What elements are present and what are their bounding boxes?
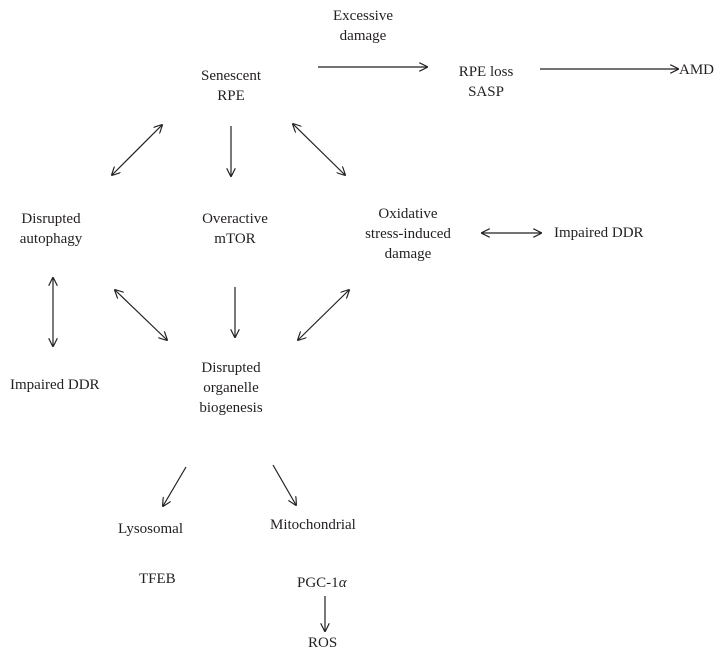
node-senescent-rpe: Senescent RPE: [201, 66, 261, 106]
node-tfeb: TFEB: [139, 569, 176, 589]
label-tfeb: TFEB: [139, 571, 176, 587]
label-excessive: Excessive: [333, 8, 393, 24]
arrow-senescent-oxidative: [293, 124, 345, 175]
label-ros: ROS: [308, 635, 338, 651]
node-impaired-ddr-left: Impaired DDR: [10, 375, 100, 395]
node-amd: AMD: [679, 60, 714, 80]
node-disrupted-autophagy: Disrupted autophagy: [20, 209, 82, 249]
label-impaired-ddr: Impaired DDR: [554, 225, 644, 241]
arrow-oxidative-organelle: [298, 290, 349, 340]
node-oxidative-damage: Oxidative stress-induced damage: [365, 204, 451, 264]
label-impaired-ddr: Impaired DDR: [10, 377, 100, 393]
node-disrupted-organelle-biogenesis: Disrupted organelle biogenesis: [199, 358, 262, 418]
arrow-senescent-autophagy: [112, 125, 162, 175]
node-mitochondrial: Mitochondrial: [270, 515, 356, 535]
node-impaired-ddr-right: Impaired DDR: [554, 223, 644, 243]
arrow-organelle-to-lysosomal: [163, 466, 187, 506]
label-organelle: organelle: [203, 380, 259, 396]
node-ros: ROS: [308, 633, 337, 653]
label-rpe-loss: RPE loss: [458, 64, 514, 80]
label-overactive: Overactive: [202, 211, 268, 227]
label-amd: AMD: [679, 62, 715, 78]
label-damage: damage: [339, 28, 387, 44]
label-mitochondrial: Mitochondrial: [270, 517, 356, 533]
label-oxidative: Oxidative: [378, 206, 438, 222]
label-lysosomal: Lysosomal: [118, 521, 184, 537]
node-pgc1a: PGC-1α: [297, 573, 347, 593]
label-disrupted: Disrupted: [21, 211, 81, 227]
label-sasp: SASP: [468, 84, 504, 100]
node-rpe-loss-sasp: RPE loss SASP: [459, 62, 514, 102]
label-stress-induced: stress-induced: [365, 226, 451, 242]
label-mtor: mTOR: [214, 231, 256, 247]
arrow-organelle-to-mitochondrial: [272, 464, 296, 505]
label-damage-2: damage: [384, 246, 432, 262]
label-rpe: RPE: [217, 88, 245, 104]
label-senescent: Senescent: [201, 68, 261, 84]
label-alpha: α: [338, 575, 347, 591]
label-pgc1a: PGC-1α: [297, 575, 347, 591]
label-biogenesis: biogenesis: [199, 400, 263, 416]
label-autophagy: autophagy: [19, 231, 83, 247]
label-disrupted: Disrupted: [201, 360, 261, 376]
arrow-autophagy-organelle: [115, 290, 167, 340]
node-excessive-damage: Excessive damage: [333, 6, 393, 46]
node-overactive-mtor: Overactive mTOR: [202, 209, 268, 249]
label-pgc1-prefix: PGC-1: [297, 575, 339, 591]
node-lysosomal: Lysosomal: [118, 519, 183, 539]
